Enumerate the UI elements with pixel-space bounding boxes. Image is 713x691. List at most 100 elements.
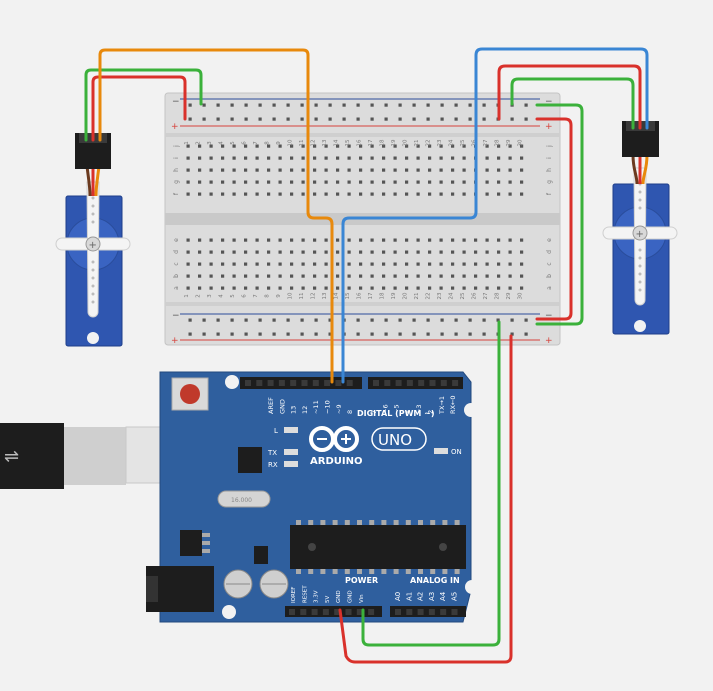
rail-hole[interactable] (510, 117, 514, 121)
breadboard-hole[interactable] (520, 168, 524, 172)
header-pin[interactable] (245, 380, 251, 386)
breadboard-hole[interactable] (336, 286, 340, 290)
rail-hole[interactable] (384, 117, 388, 121)
rail-hole[interactable] (510, 332, 514, 336)
header-pin[interactable] (440, 380, 447, 386)
breadboard-hole[interactable] (324, 192, 328, 196)
breadboard-hole[interactable] (462, 274, 466, 278)
breadboard-hole[interactable] (416, 238, 420, 242)
breadboard-hole[interactable] (336, 192, 340, 196)
breadboard-hole[interactable] (439, 262, 443, 266)
breadboard-hole[interactable] (290, 286, 294, 290)
breadboard-hole[interactable] (301, 262, 305, 266)
breadboard-hole[interactable] (324, 156, 328, 160)
breadboard-hole[interactable] (393, 238, 397, 242)
breadboard-hole[interactable] (290, 144, 294, 148)
breadboard-hole[interactable] (244, 192, 248, 196)
breadboard-hole[interactable] (393, 168, 397, 172)
rail-hole[interactable] (398, 332, 402, 336)
breadboard-hole[interactable] (244, 144, 248, 148)
breadboard-hole[interactable] (428, 286, 432, 290)
breadboard-hole[interactable] (451, 250, 455, 254)
rail-hole[interactable] (230, 318, 234, 322)
breadboard-hole[interactable] (416, 286, 420, 290)
breadboard-hole[interactable] (520, 286, 524, 290)
breadboard-hole[interactable] (416, 262, 420, 266)
breadboard-hole[interactable] (198, 144, 202, 148)
breadboard-hole[interactable] (382, 262, 386, 266)
rail-hole[interactable] (286, 332, 290, 336)
breadboard-hole[interactable] (324, 274, 328, 278)
breadboard-hole[interactable] (485, 156, 489, 160)
breadboard-hole[interactable] (508, 180, 512, 184)
breadboard-hole[interactable] (267, 144, 271, 148)
breadboard-hole[interactable] (382, 250, 386, 254)
rail-hole[interactable] (272, 103, 276, 107)
breadboard-hole[interactable] (485, 192, 489, 196)
breadboard-hole[interactable] (416, 180, 420, 184)
breadboard-hole[interactable] (347, 274, 351, 278)
breadboard-hole[interactable] (198, 180, 202, 184)
breadboard-hole[interactable] (290, 180, 294, 184)
rail-hole[interactable] (202, 103, 206, 107)
breadboard-hole[interactable] (428, 238, 432, 242)
wire-arduino-5v[interactable] (338, 334, 513, 664)
breadboard-hole[interactable] (244, 156, 248, 160)
breadboard-hole[interactable] (520, 262, 524, 266)
breadboard-hole[interactable] (198, 286, 202, 290)
breadboard-hole[interactable] (255, 180, 259, 184)
breadboard-hole[interactable] (278, 274, 282, 278)
rail-hole[interactable] (398, 318, 402, 322)
breadboard-hole[interactable] (474, 286, 478, 290)
breadboard-hole[interactable] (393, 180, 397, 184)
breadboard-hole[interactable] (508, 192, 512, 196)
breadboard-hole[interactable] (428, 250, 432, 254)
breadboard-hole[interactable] (451, 156, 455, 160)
breadboard-hole[interactable] (439, 238, 443, 242)
breadboard-hole[interactable] (232, 180, 236, 184)
header-pin[interactable] (368, 609, 375, 615)
header-pin[interactable] (384, 380, 391, 386)
breadboard-hole[interactable] (278, 168, 282, 172)
breadboard-hole[interactable] (255, 262, 259, 266)
breadboard-hole[interactable] (336, 238, 340, 242)
breadboard-hole[interactable] (209, 286, 213, 290)
breadboard-hole[interactable] (497, 274, 501, 278)
rail-hole[interactable] (230, 332, 234, 336)
breadboard-hole[interactable] (209, 262, 213, 266)
breadboard-hole[interactable] (497, 286, 501, 290)
breadboard-hole[interactable] (221, 156, 225, 160)
breadboard-hole[interactable] (209, 156, 213, 160)
breadboard-hole[interactable] (221, 238, 225, 242)
breadboard-hole[interactable] (405, 144, 409, 148)
breadboard-hole[interactable] (428, 262, 432, 266)
breadboard-hole[interactable] (336, 168, 340, 172)
rail-hole[interactable] (398, 103, 402, 107)
breadboard-hole[interactable] (232, 274, 236, 278)
breadboard-hole[interactable] (359, 192, 363, 196)
breadboard-hole[interactable] (347, 168, 351, 172)
breadboard-hole[interactable] (313, 262, 317, 266)
breadboard-hole[interactable] (462, 156, 466, 160)
breadboard-hole[interactable] (267, 180, 271, 184)
breadboard-hole[interactable] (370, 238, 374, 242)
breadboard-hole[interactable] (508, 144, 512, 148)
rail-hole[interactable] (328, 318, 332, 322)
rail-hole[interactable] (440, 332, 444, 336)
breadboard-hole[interactable] (221, 180, 225, 184)
breadboard-hole[interactable] (232, 286, 236, 290)
breadboard-hole[interactable] (382, 144, 386, 148)
breadboard-hole[interactable] (313, 168, 317, 172)
breadboard-hole[interactable] (370, 168, 374, 172)
header-pin[interactable] (406, 380, 413, 386)
header-pin[interactable] (346, 380, 353, 386)
breadboard-hole[interactable] (209, 144, 213, 148)
rail-hole[interactable] (314, 318, 318, 322)
breadboard-hole[interactable] (267, 238, 271, 242)
breadboard-hole[interactable] (439, 274, 443, 278)
breadboard-hole[interactable] (255, 238, 259, 242)
breadboard-hole[interactable] (359, 274, 363, 278)
header-pin[interactable] (312, 380, 319, 386)
breadboard-hole[interactable] (186, 238, 190, 242)
rail-hole[interactable] (188, 332, 192, 336)
